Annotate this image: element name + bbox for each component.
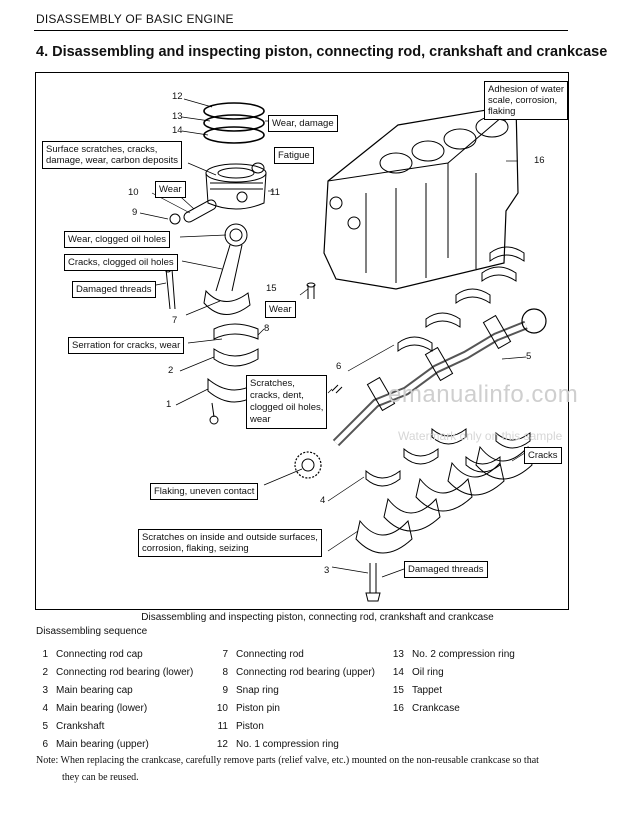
rod-shank bbox=[215, 244, 243, 292]
part-number-7: 7 bbox=[172, 315, 178, 326]
main-cap-bolt bbox=[369, 563, 377, 593]
callout-crankshaft: Scratches, cracks, dent, clogged oil hol… bbox=[246, 375, 328, 429]
part-number-9: 9 bbox=[132, 207, 138, 218]
main-cap-1 bbox=[355, 519, 413, 554]
callout-serration: Serration for cracks, wear bbox=[68, 337, 185, 354]
part-number-15: 15 bbox=[266, 283, 277, 294]
main-bearing-upper-2 bbox=[425, 312, 461, 328]
part-number-12: 12 bbox=[172, 91, 183, 102]
sequence-label: Disassembling sequence bbox=[36, 626, 148, 637]
rod-bolt bbox=[165, 268, 176, 310]
part-number-10: 10 bbox=[128, 187, 139, 198]
callout-pin-wear: Wear bbox=[155, 181, 186, 198]
piston-body bbox=[205, 172, 267, 210]
part-number-6: 6 bbox=[336, 361, 342, 372]
part-number-8: 8 bbox=[264, 323, 270, 334]
main-bearing-upper-5 bbox=[489, 246, 525, 262]
callout-fatigue: Fatigue bbox=[274, 147, 314, 164]
snap-ring-left bbox=[169, 213, 181, 225]
crank-key bbox=[331, 384, 343, 394]
ring-12 bbox=[203, 102, 265, 120]
snap-ring bbox=[251, 162, 265, 174]
callout-damaged-threads-rod: Damaged threads bbox=[72, 281, 156, 298]
bearing-2 bbox=[213, 348, 259, 367]
crank-gear bbox=[294, 451, 322, 479]
watermark: emanualinfo.com bbox=[388, 381, 579, 408]
main-bearing-upper-1 bbox=[397, 336, 433, 352]
main-cap-2 bbox=[383, 497, 441, 532]
callout-damaged-threads-cap: Damaged threads bbox=[404, 561, 488, 578]
bearing-8 bbox=[213, 323, 259, 340]
note-line-1: Note: When replacing the crankcase, care… bbox=[36, 755, 539, 766]
callout-cracks-clogged: Cracks, clogged oil holes bbox=[64, 254, 178, 271]
callout-tappet-wear: Wear bbox=[265, 301, 296, 318]
main-bearing-upper-3 bbox=[455, 288, 491, 304]
exploded-diagram: emanualinfo.com Watermark only on this s… bbox=[35, 72, 578, 610]
note-line-2: they can be reused. bbox=[62, 772, 139, 783]
part-number-13: 13 bbox=[172, 111, 183, 122]
callout-cracks: Cracks bbox=[524, 447, 562, 464]
callout-clogged-oil-holes: Wear, clogged oil holes bbox=[64, 231, 171, 248]
section-header: DISASSEMBLY OF BASIC ENGINE bbox=[36, 12, 234, 26]
callout-wear-damage: Wear, damage bbox=[268, 115, 338, 132]
part-number-3: 3 bbox=[324, 565, 330, 576]
main-bearing-upper-4 bbox=[481, 266, 517, 282]
main-cap-3 bbox=[415, 477, 473, 512]
diagram-drawing bbox=[139, 98, 547, 602]
rod-small-end bbox=[224, 223, 248, 247]
callout-flaking: Flaking, uneven contact bbox=[150, 483, 259, 500]
callout-bearing-scratches: Scratches on inside and outside surfaces… bbox=[138, 529, 322, 557]
part-number-14: 14 bbox=[172, 125, 183, 136]
note: Note: When replacing the crankcase, care… bbox=[36, 752, 570, 786]
page-title: 4. Disassembling and inspecting piston, … bbox=[36, 44, 608, 60]
part-number-16: 16 bbox=[534, 155, 545, 166]
rod-big-end bbox=[203, 289, 251, 315]
part-number-1: 1 bbox=[166, 399, 172, 410]
part-number-11: 11 bbox=[270, 187, 280, 198]
crankcase-outline bbox=[323, 104, 519, 290]
main-cap-5 bbox=[475, 445, 533, 480]
part-number-4: 4 bbox=[320, 495, 326, 506]
main-bearing-lower-3 bbox=[431, 427, 467, 445]
part-number-2: 2 bbox=[168, 365, 174, 376]
callout-adhesion: Adhesion of water scale, corrosion, flak… bbox=[484, 81, 569, 120]
ring-13 bbox=[203, 114, 265, 132]
piston-pin bbox=[183, 199, 217, 223]
part-number-5: 5 bbox=[526, 351, 532, 362]
main-bearing-lower-5 bbox=[495, 431, 531, 449]
main-bearing-lower-1 bbox=[365, 469, 401, 487]
crankshaft-pulley-end bbox=[521, 308, 547, 334]
header-rule bbox=[34, 30, 568, 31]
callout-surface-scratches: Surface scratches, cracks, damage, wear,… bbox=[42, 141, 183, 169]
main-bearing-lower-2 bbox=[403, 447, 439, 465]
main-cap-4 bbox=[447, 461, 505, 496]
watermark-subtext: Watermark only on this sample bbox=[398, 429, 563, 443]
ring-14 bbox=[203, 126, 265, 144]
figure-caption: Disassembling and inspecting piston, con… bbox=[141, 612, 494, 623]
piston-top bbox=[205, 163, 267, 183]
tappet bbox=[307, 285, 315, 299]
